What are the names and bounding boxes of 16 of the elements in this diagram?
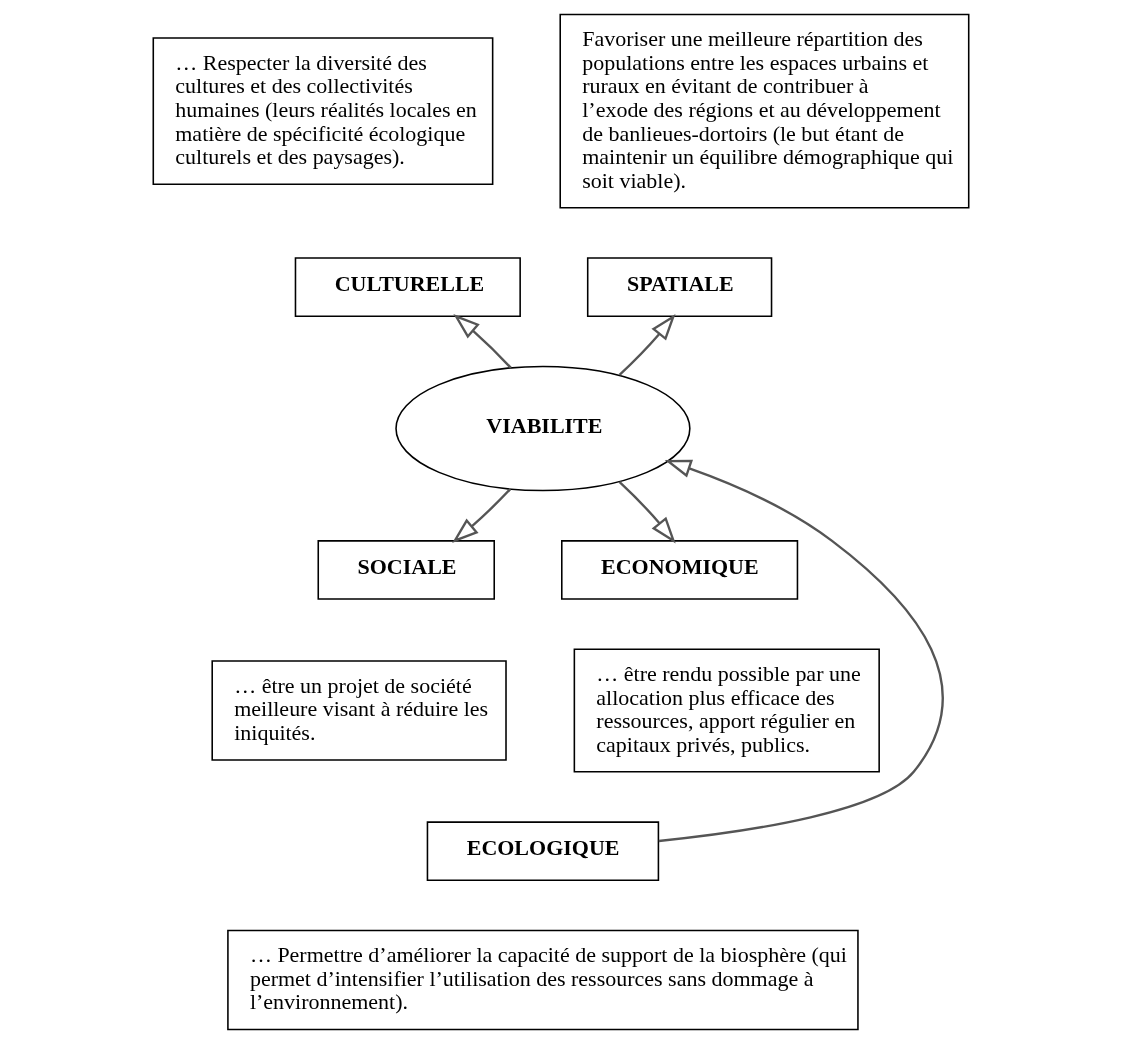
arrow bbox=[618, 313, 676, 376]
arrow bbox=[658, 459, 944, 843]
node-box: … Respecter la diversité des cultures et des collectivités humaines (leurs réalités locales en matière de spécificité écologique culturels et des paysages). bbox=[152, 37, 494, 185]
node-box: CULTURELLE bbox=[294, 257, 521, 317]
arrow bbox=[452, 488, 512, 543]
node-box: ECONOMIQUE bbox=[561, 540, 799, 600]
arrow bbox=[453, 314, 512, 369]
node-box: SOCIALE bbox=[317, 540, 495, 600]
arrow bbox=[618, 481, 676, 544]
node-ellipse: VIABILITE bbox=[395, 365, 691, 492]
node-box: SPATIALE bbox=[586, 257, 773, 317]
node-box: Favoriser une meilleure répartition des populations entre les espaces urbains et ruraux en évitant de contribuer à l’exode des régions et au développement de banlieues-dortoirs (le but étant de maintenir un équilibre démographique qui soit viable). bbox=[559, 13, 970, 209]
node-box: … Permettre d’améliorer la capacité de support de la biosphère (qui permet d’intensifier l’utilisation des ressources sans dommage à l’environnement). bbox=[227, 929, 859, 1031]
node-box: ECOLOGIQUE bbox=[426, 821, 660, 881]
node-box: … être un projet de société meilleure visant à réduire les iniquités. bbox=[211, 660, 507, 761]
node-box: … être rendu possible par une allocation plus efficace des ressources, apport régulier en capitaux privés, publics. bbox=[573, 648, 880, 773]
